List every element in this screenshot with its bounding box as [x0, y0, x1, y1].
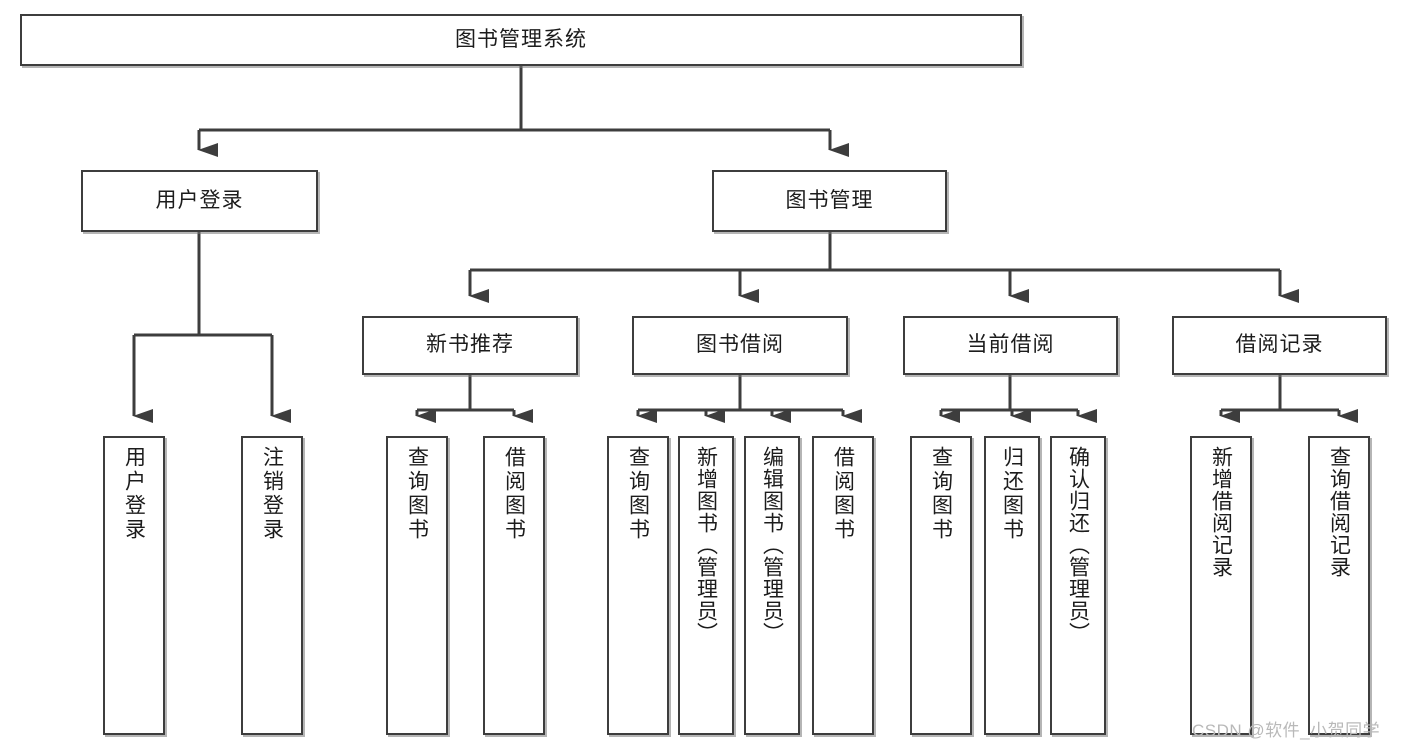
- node-leaf-add-record-label: 新增借阅记录: [1209, 446, 1233, 578]
- node-root-label: 图书管理系统: [455, 27, 587, 51]
- node-leaf-query-book-borrow[interactable]: 查询图书: [607, 436, 669, 735]
- node-leaf-confirm-return-label: 确认归还（管理员）: [1066, 446, 1090, 644]
- node-leaf-query-book-cur-label: 查询图书: [929, 446, 953, 542]
- node-borrow-record[interactable]: 借阅记录: [1172, 316, 1387, 375]
- node-leaf-edit-book-label: 编辑图书（管理员）: [760, 446, 784, 644]
- node-leaf-borrow-book-rec-label: 借阅图书: [502, 446, 526, 542]
- node-user-login-label: 用户登录: [155, 188, 244, 212]
- node-leaf-confirm-return[interactable]: 确认归还（管理员）: [1050, 436, 1106, 735]
- node-leaf-user-login[interactable]: 用户登录: [103, 436, 165, 735]
- node-leaf-logout[interactable]: 注销登录: [241, 436, 303, 735]
- node-book-borrow-label: 图书借阅: [696, 333, 784, 357]
- node-borrow-record-label: 借阅记录: [1235, 333, 1324, 357]
- node-user-login[interactable]: 用户登录: [81, 170, 318, 232]
- node-leaf-borrow-book[interactable]: 借阅图书: [812, 436, 874, 735]
- node-root[interactable]: 图书管理系统: [20, 14, 1022, 66]
- node-leaf-add-record[interactable]: 新增借阅记录: [1190, 436, 1252, 735]
- csdn-watermark: CSDN @软件_小贺同学: [1192, 721, 1381, 740]
- node-leaf-return-book[interactable]: 归还图书: [984, 436, 1040, 735]
- node-leaf-user-login-label: 用户登录: [122, 446, 146, 542]
- node-leaf-borrow-book-rec[interactable]: 借阅图书: [483, 436, 545, 735]
- node-leaf-add-book-label: 新增图书（管理员）: [694, 446, 718, 644]
- node-leaf-query-book-borrow-label: 查询图书: [626, 446, 650, 542]
- node-book-admin-label: 图书管理: [785, 188, 874, 212]
- node-new-book-rec[interactable]: 新书推荐: [362, 316, 578, 375]
- node-leaf-query-record[interactable]: 查询借阅记录: [1308, 436, 1370, 735]
- node-leaf-edit-book[interactable]: 编辑图书（管理员）: [744, 436, 800, 735]
- node-leaf-query-book-rec[interactable]: 查询图书: [386, 436, 448, 735]
- node-leaf-query-record-label: 查询借阅记录: [1327, 446, 1351, 578]
- node-leaf-query-book-cur[interactable]: 查询图书: [910, 436, 972, 735]
- node-leaf-borrow-book-label: 借阅图书: [831, 446, 855, 542]
- node-current-borrow-label: 当前借阅: [966, 333, 1055, 357]
- node-book-admin[interactable]: 图书管理: [712, 170, 947, 232]
- node-leaf-add-book[interactable]: 新增图书（管理员）: [678, 436, 734, 735]
- node-new-book-rec-label: 新书推荐: [426, 333, 514, 357]
- node-leaf-query-book-rec-label: 查询图书: [405, 446, 429, 542]
- node-leaf-logout-label: 注销登录: [260, 446, 284, 542]
- node-leaf-return-book-label: 归还图书: [1000, 446, 1024, 542]
- node-book-borrow[interactable]: 图书借阅: [632, 316, 848, 375]
- node-current-borrow[interactable]: 当前借阅: [903, 316, 1118, 375]
